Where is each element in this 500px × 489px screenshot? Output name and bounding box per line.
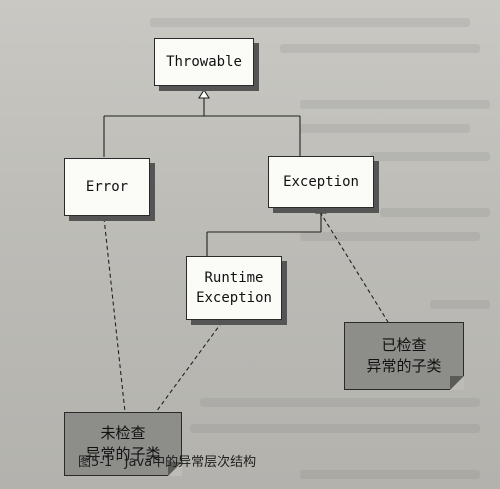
note-fold-corner — [450, 376, 464, 390]
figure-caption: 图5-1 Java中的异常层次结构 — [78, 451, 256, 470]
runtime-exception-label: Runtime Exception — [196, 268, 272, 308]
note-link-runtime — [155, 321, 223, 413]
runtime-exception-class: Runtime Exception — [186, 256, 282, 320]
unchecked-note-line-1: 未检查 — [100, 424, 146, 442]
note-link-exception — [319, 211, 389, 323]
checked-subclasses-note: 已检查 异常的子类 — [344, 322, 464, 390]
checked-note-line-2: 异常的子类 — [366, 357, 442, 375]
error-label: Error — [85, 179, 129, 195]
exception-label: Exception — [283, 174, 359, 190]
runtime-exception-line-2: Exception — [196, 290, 272, 306]
throwable-class: Throwable — [154, 38, 254, 86]
error-class: Error — [64, 158, 150, 216]
exception-class: Exception — [268, 156, 374, 208]
runtime-exception-line-1: Runtime — [204, 270, 264, 286]
note-link-error — [103, 217, 126, 413]
checked-note-line-1: 已检查 — [381, 336, 427, 354]
unchecked-note-text: 未检查 异常的子类 — [85, 423, 160, 465]
unchecked-subclasses-note: 未检查 异常的子类 — [64, 412, 182, 476]
figure-title: Java中的异常层次结构 — [124, 455, 257, 470]
unchecked-note-line-2: 异常的子类 — [85, 445, 161, 463]
note-fold-corner — [168, 462, 182, 476]
throwable-label: Throwable — [166, 54, 242, 70]
figure-number: 图5-1 — [78, 455, 113, 470]
arrowhead-throwable — [198, 88, 210, 99]
checked-note-text: 已检查 异常的子类 — [366, 335, 441, 377]
